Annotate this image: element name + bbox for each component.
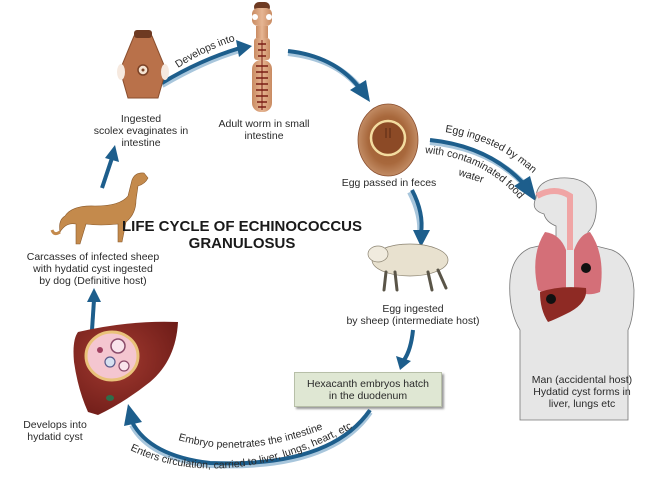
adult-worm-label-2: intestine — [244, 130, 283, 142]
adult-worm-label-1: Adult worm in small — [218, 118, 309, 130]
man-illustration — [509, 177, 635, 421]
sheep-label-1: Egg ingested — [382, 303, 443, 315]
title-line-2: GRANULOSUS — [189, 235, 296, 252]
dog-label-3: by dog (Definitive host) — [39, 275, 146, 287]
dog-illustration — [50, 172, 149, 245]
arrow-dog-to-scolex — [100, 145, 119, 189]
arrow-egg-to-sheep — [407, 189, 430, 247]
hexacanth-label-1: Hexacanth embryos hatch — [307, 377, 429, 390]
scolex-label-2: scolex evaginates in — [94, 125, 189, 137]
cyst-label-1: Develops into — [23, 419, 87, 431]
left-lung — [535, 232, 566, 295]
title-line-1: LIFE CYCLE OF ECHINOCOCCUS — [122, 218, 362, 235]
adult-worm-illustration — [252, 2, 272, 112]
man-label-2: Hydatid cyst forms in — [533, 386, 631, 398]
scolex-illustration — [117, 30, 169, 99]
arrow-scolex-to-adult — [160, 40, 252, 88]
arrow-cyst-to-dog — [87, 288, 101, 331]
arrow-sheep-to-hexacanth — [396, 329, 415, 370]
sheep-label-2: by sheep (intermediate host) — [346, 315, 479, 327]
egg-label: Egg passed in feces — [342, 177, 437, 189]
scolex-label-3: intestine — [121, 137, 160, 149]
right-lung — [574, 232, 602, 295]
liver-cyst — [546, 294, 556, 304]
arrow-egg-to-man — [429, 138, 537, 202]
hexacanth-box: Hexacanth embryos hatch in the duodenum — [294, 372, 442, 407]
scolex-label-1: Ingested — [121, 113, 161, 125]
dog-label-1: Carcasses of infected sheep — [27, 251, 160, 263]
liver-cyst-illustration — [73, 321, 178, 415]
arrow-hexacanth-to-cyst — [124, 404, 373, 469]
cyst-label-2: hydatid cyst — [27, 431, 83, 443]
lung-cyst — [581, 263, 591, 273]
arrow-adult-to-egg — [287, 49, 370, 102]
man-label-1: Man (accidental host) — [532, 374, 632, 386]
dog-label-2: with hydatid cyst ingested — [32, 263, 153, 275]
man-label-3: liver, lungs etc — [549, 398, 616, 410]
sheep-illustration — [367, 243, 449, 292]
egg-illustration — [357, 103, 419, 177]
hexacanth-label-2: in the duodenum — [328, 389, 408, 402]
